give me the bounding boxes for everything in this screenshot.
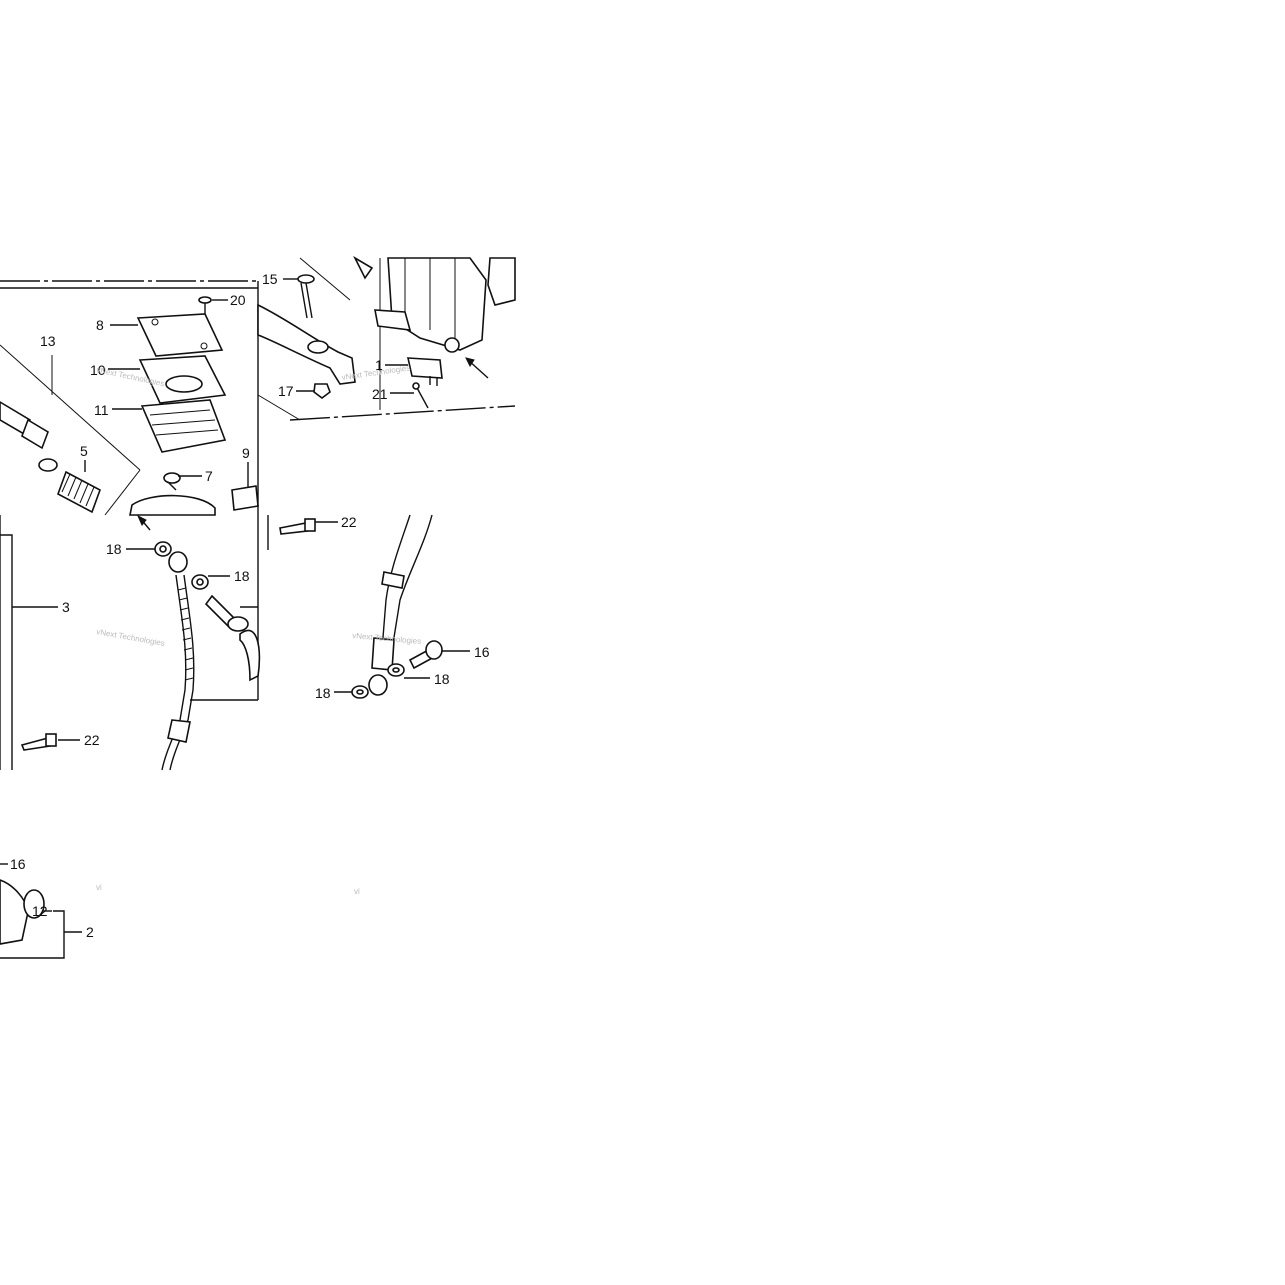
diaphragm bbox=[140, 399, 227, 453]
banjo-eye-upper bbox=[168, 551, 188, 573]
callout-16-right: 16 bbox=[474, 644, 490, 660]
bolt-22a bbox=[279, 518, 316, 535]
panel-master-cylinder bbox=[0, 280, 259, 531]
callout-7: 7 bbox=[205, 468, 213, 484]
banjo-eye-lower bbox=[368, 674, 388, 696]
watermark-3: vNext Technologies bbox=[96, 627, 166, 648]
nut-17 bbox=[313, 383, 331, 399]
callout-18-lower-left: 18 bbox=[315, 685, 331, 701]
pivot-bolt-15 bbox=[297, 274, 315, 319]
caliper-fragment bbox=[0, 879, 29, 945]
brake-lever bbox=[257, 303, 356, 385]
callout-12: 12 bbox=[32, 903, 48, 919]
callout-22-top: 22 bbox=[341, 514, 357, 530]
panel-caliper bbox=[0, 863, 82, 959]
callout-18-upper-left: 18 bbox=[106, 541, 122, 557]
callout-labels: 20 8 13 10 11 5 7 9 15 1 17 21 22 18 18 … bbox=[10, 271, 490, 940]
panel-hose-upper bbox=[0, 515, 338, 771]
reservoir-cap bbox=[136, 313, 224, 357]
block-9 bbox=[231, 485, 259, 511]
callout-5: 5 bbox=[80, 443, 88, 459]
bolt-22b bbox=[20, 733, 57, 751]
panel-lever bbox=[257, 255, 516, 515]
clip-7 bbox=[163, 472, 181, 491]
cylinder-body-fragment bbox=[129, 494, 216, 516]
callout-1: 1 bbox=[375, 357, 383, 373]
brake-hose-upper bbox=[161, 574, 187, 771]
callout-2: 2 bbox=[86, 924, 94, 940]
watermark-fragment-1: vi bbox=[96, 883, 102, 892]
callout-20: 20 bbox=[230, 292, 246, 308]
brake-hose-lower bbox=[381, 514, 411, 651]
callout-21: 21 bbox=[372, 386, 388, 402]
callout-17: 17 bbox=[278, 383, 294, 399]
stop-switch bbox=[406, 357, 443, 379]
callout-15: 15 bbox=[262, 271, 278, 287]
piston-assembly bbox=[0, 401, 101, 514]
panel-hose-lower bbox=[334, 514, 470, 699]
callout-9: 9 bbox=[242, 445, 250, 461]
callout-8: 8 bbox=[96, 317, 104, 333]
callout-22-bottom: 22 bbox=[84, 732, 100, 748]
callout-18-upper-right: 18 bbox=[234, 568, 250, 584]
callout-16-left: 16 bbox=[10, 856, 26, 872]
callout-3: 3 bbox=[62, 599, 70, 615]
callout-13: 13 bbox=[40, 333, 56, 349]
callout-11: 11 bbox=[94, 402, 109, 418]
callout-10: 10 bbox=[90, 362, 106, 378]
watermark-fragment-2: vi bbox=[354, 887, 360, 896]
screw-20 bbox=[198, 296, 212, 314]
callout-18-lower-right: 18 bbox=[434, 671, 450, 687]
lever-housing bbox=[387, 257, 487, 351]
